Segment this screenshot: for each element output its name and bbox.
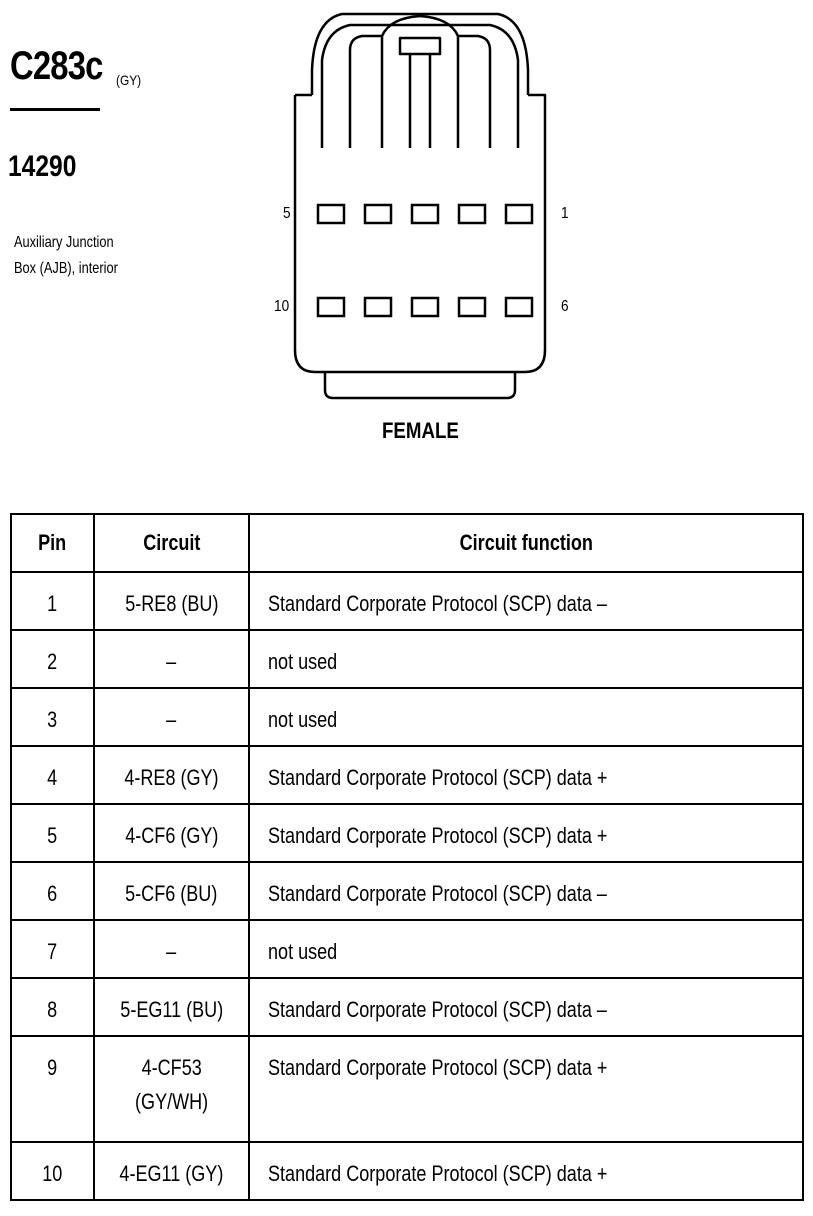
pin-label-top-right: 1 xyxy=(561,205,569,222)
function-cell: not used xyxy=(248,687,804,747)
circuit-cell: 4-RE8 (GY) xyxy=(93,745,250,805)
gender-label: FEMALE xyxy=(382,418,459,443)
table-row: 3 – not used xyxy=(10,687,804,747)
pin-label-top-left: 5 xyxy=(283,205,291,222)
connector-description: Auxiliary Junction Box (AJB), interior xyxy=(14,230,118,282)
pin-cell: 4 xyxy=(10,745,95,805)
circuit-cell: 5-EG11 (BU) xyxy=(93,977,250,1037)
circuit-cell: – xyxy=(93,687,250,747)
function-cell: Standard Corporate Protocol (SCP) data + xyxy=(248,803,804,863)
pin-cavity-8 xyxy=(410,296,440,318)
table-row: 2 – not used xyxy=(10,629,804,689)
function-cell: not used xyxy=(248,919,804,979)
table-row: 6 5-CF6 (BU) Standard Corporate Protocol… xyxy=(10,861,804,921)
header-circuit: Circuit xyxy=(93,513,250,573)
center-rib xyxy=(408,54,432,148)
part-number: 14290 xyxy=(8,150,77,183)
header-pin: Pin xyxy=(10,513,95,573)
table-row: 1 5-RE8 (BU) Standard Corporate Protocol… xyxy=(10,571,804,631)
connector-body-outline xyxy=(293,93,547,374)
pin-cavity-5 xyxy=(316,203,346,225)
pin-cell: 9 xyxy=(10,1035,95,1143)
pin-cell: 3 xyxy=(10,687,95,747)
pin-cell: 6 xyxy=(10,861,95,921)
pin-cavity-4 xyxy=(363,203,393,225)
bottom-key xyxy=(323,372,517,400)
connector-id-underline xyxy=(10,108,100,111)
table-row: 8 5-EG11 (BU) Standard Corporate Protoco… xyxy=(10,977,804,1037)
pin-cell: 1 xyxy=(10,571,95,631)
connector-id: C283c xyxy=(10,44,103,88)
latch-left xyxy=(348,34,384,148)
circuit-cell: 5-RE8 (BU) xyxy=(93,571,250,631)
pin-cell: 7 xyxy=(10,919,95,979)
connector-color: (GY) xyxy=(116,72,142,88)
circuit-cell: 5-CF6 (BU) xyxy=(93,861,250,921)
release-button xyxy=(398,36,442,56)
pin-cavities-bottom-row xyxy=(316,296,534,318)
description-line-2: Box (AJB), interior xyxy=(14,260,118,277)
locking-tab-outline xyxy=(310,12,530,95)
function-cell: Standard Corporate Protocol (SCP) data + xyxy=(248,1035,804,1143)
function-cell: Standard Corporate Protocol (SCP) data + xyxy=(248,1141,804,1201)
table-row: 7 – not used xyxy=(10,919,804,979)
pin-cavity-7 xyxy=(457,296,487,318)
pin-cell: 8 xyxy=(10,977,95,1037)
function-cell: Standard Corporate Protocol (SCP) data – xyxy=(248,571,804,631)
latch-center xyxy=(380,14,460,37)
pin-cavity-1 xyxy=(504,203,534,225)
description-line-1: Auxiliary Junction xyxy=(14,234,114,251)
function-cell: Standard Corporate Protocol (SCP) data – xyxy=(248,977,804,1037)
function-cell: not used xyxy=(248,629,804,689)
pin-cavity-6 xyxy=(504,296,534,318)
table-row: 4 4-RE8 (GY) Standard Corporate Protocol… xyxy=(10,745,804,805)
latch-right xyxy=(456,34,492,148)
connector-face-diagram xyxy=(293,12,547,400)
circuit-cell: – xyxy=(93,629,250,689)
circuit-cell: 4-EG11 (GY) xyxy=(93,1141,250,1201)
pin-cell: 2 xyxy=(10,629,95,689)
function-cell: Standard Corporate Protocol (SCP) data – xyxy=(248,861,804,921)
header-circuit-function: Circuit function xyxy=(248,513,804,573)
pin-cavity-9 xyxy=(363,296,393,318)
table-header-row: Pin Circuit Circuit function xyxy=(10,513,804,573)
pin-cavities-top-row xyxy=(316,203,534,225)
table-row: 5 4-CF6 (GY) Standard Corporate Protocol… xyxy=(10,803,804,863)
circuit-cell: – xyxy=(93,919,250,979)
pin-cavity-2 xyxy=(457,203,487,225)
pin-cavity-3 xyxy=(410,203,440,225)
pin-label-bottom-right: 6 xyxy=(561,298,569,315)
circuit-cell: 4-CF6 (GY) xyxy=(93,803,250,863)
pin-cavity-10 xyxy=(316,296,346,318)
pin-cell: 10 xyxy=(10,1141,95,1201)
circuit-cell: 4-CF53 (GY/WH) xyxy=(93,1035,250,1143)
function-cell: Standard Corporate Protocol (SCP) data + xyxy=(248,745,804,805)
locking-tab-inner-arch xyxy=(320,23,520,148)
pin-label-bottom-left: 10 xyxy=(274,298,290,315)
pin-table: Pin Circuit Circuit function 1 5-RE8 (BU… xyxy=(10,513,804,1201)
table-row: 9 4-CF53 (GY/WH) Standard Corporate Prot… xyxy=(10,1035,804,1143)
pin-cell: 5 xyxy=(10,803,95,863)
table-row: 10 4-EG11 (GY) Standard Corporate Protoc… xyxy=(10,1141,804,1201)
